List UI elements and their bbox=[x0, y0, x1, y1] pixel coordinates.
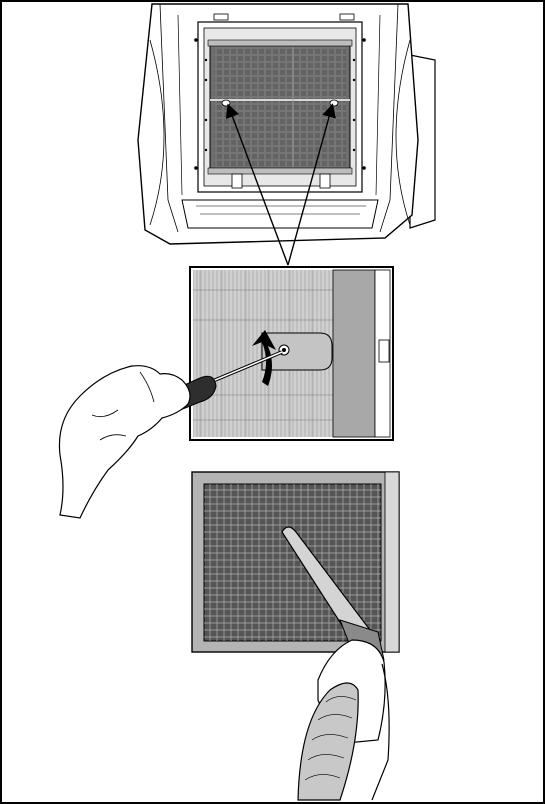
cassette-unit bbox=[138, 4, 435, 244]
screw-right bbox=[330, 100, 338, 106]
closeup-screw-panel bbox=[190, 267, 393, 440]
screw-left bbox=[222, 100, 230, 106]
filter-panel bbox=[192, 472, 399, 652]
